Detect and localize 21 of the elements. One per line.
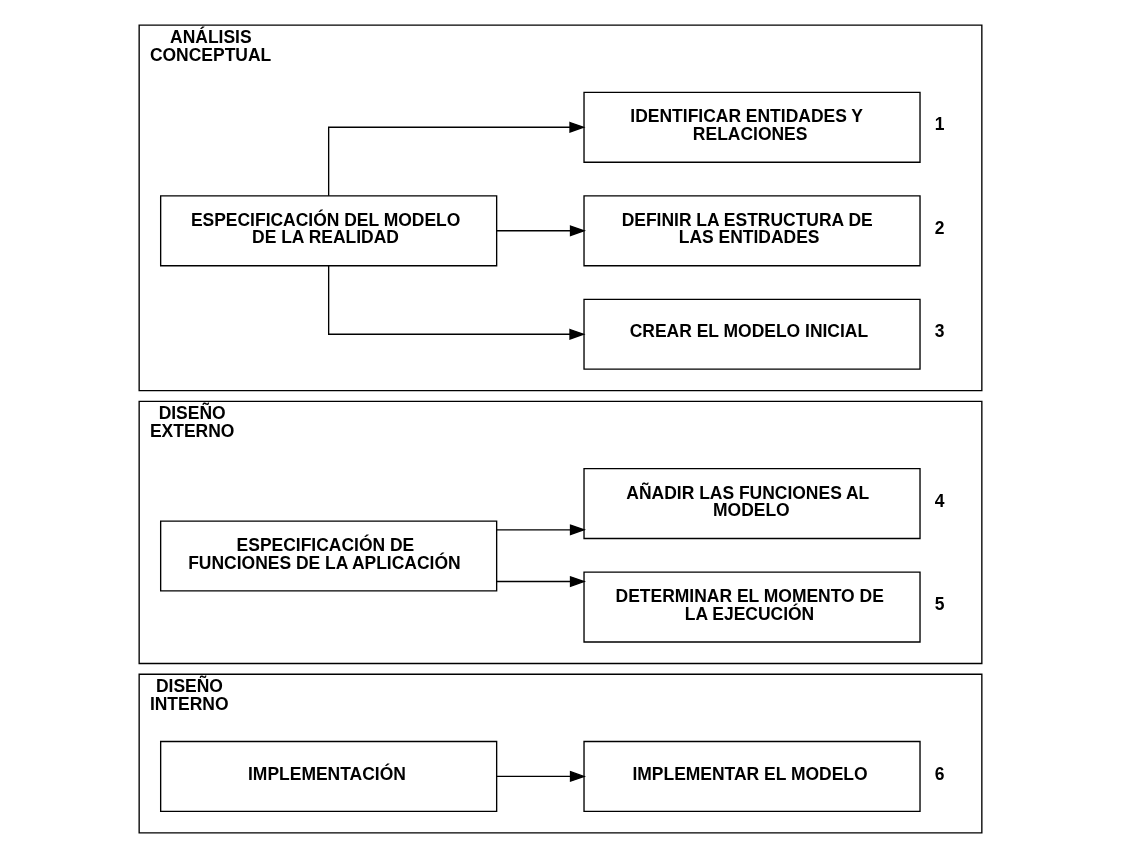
node-label: 3 bbox=[934, 320, 945, 341]
node-box: IMPLEMENTACIÓN bbox=[160, 740, 498, 812]
node-box: AÑADIR LAS FUNCIONES AL MODELO bbox=[583, 467, 921, 539]
node-box: IDENTIFICAR ENTIDADES Y RELACIONES bbox=[583, 91, 921, 163]
node-box: ESPECIFICACIÓN DEL MODELO DE LA REALIDAD bbox=[160, 194, 498, 266]
arrow bbox=[328, 264, 586, 340]
node-label: 2 bbox=[934, 217, 945, 238]
node-label: 1 bbox=[934, 114, 945, 134]
node-box: CREAR EL MODELO INICIAL bbox=[583, 298, 921, 370]
node-box: IMPLEMENTAR EL MODELO bbox=[583, 740, 921, 812]
arrow bbox=[496, 224, 586, 236]
arrow bbox=[496, 523, 586, 535]
node-label: 6 bbox=[934, 763, 945, 784]
node-label: 5 bbox=[934, 593, 945, 614]
node-box: DEFINIR LA ESTRUCTURA DE LAS ENTIDADES bbox=[583, 194, 921, 266]
node-label: 4 bbox=[934, 490, 945, 511]
node-box: ESPECIFICACIÓN DE FUNCIONES DE LA APLICACIÓN bbox=[160, 519, 498, 592]
arrow bbox=[328, 121, 586, 196]
arrow bbox=[496, 770, 586, 782]
arrow bbox=[496, 575, 586, 587]
node-box: DETERMINAR EL MOMENTO DE LA EJECUCIÓN bbox=[583, 570, 921, 643]
